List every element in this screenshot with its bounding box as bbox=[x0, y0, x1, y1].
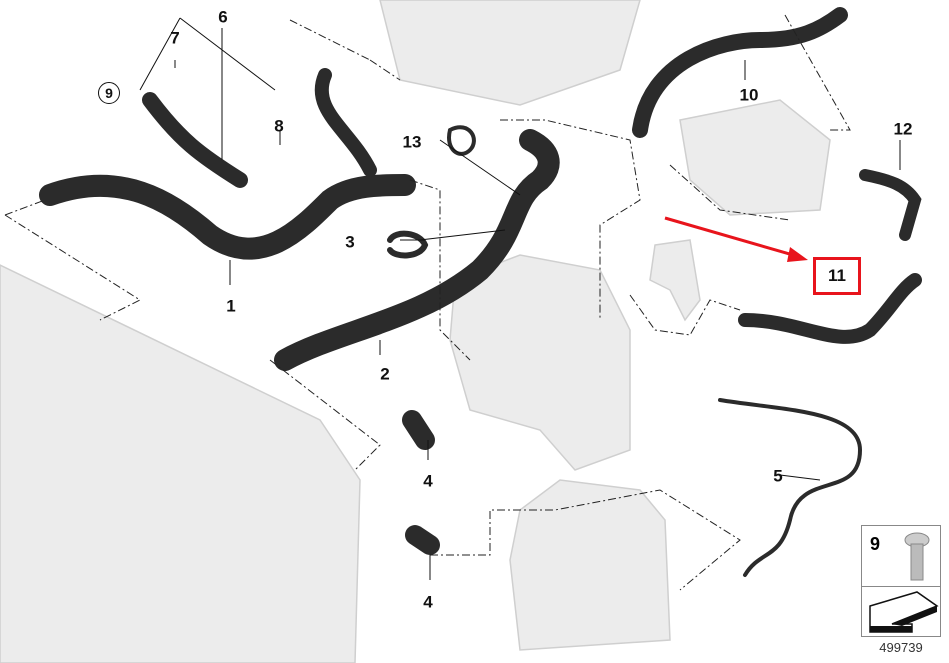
label-part-11-highlighted[interactable]: 11 bbox=[813, 257, 861, 295]
label-part-2[interactable]: 2 bbox=[380, 364, 390, 384]
label-part-13[interactable]: 13 bbox=[402, 132, 422, 152]
label-part-3[interactable]: 3 bbox=[345, 232, 355, 252]
label-part-5[interactable]: 5 bbox=[773, 466, 783, 486]
direction-arrow-icon bbox=[869, 591, 939, 633]
hose-5 bbox=[718, 398, 863, 577]
hose-6 bbox=[142, 92, 248, 188]
part-4-lower bbox=[405, 525, 440, 555]
hose-1 bbox=[39, 174, 416, 260]
callout-lines bbox=[139, 17, 901, 580]
clamp-3 bbox=[387, 230, 429, 259]
label-part-4-upper[interactable]: 4 bbox=[423, 471, 433, 491]
leader-lines bbox=[4, 14, 851, 591]
ghost-components bbox=[0, 0, 831, 663]
label-part-12[interactable]: 12 bbox=[893, 119, 913, 139]
clamp-13 bbox=[447, 125, 476, 156]
label-part-8[interactable]: 8 bbox=[274, 116, 284, 136]
thermostat bbox=[679, 99, 831, 216]
inset-part-9[interactable]: 9 bbox=[861, 525, 941, 637]
inset-part-number: 9 bbox=[870, 534, 881, 554]
sensor bbox=[649, 239, 701, 322]
expansion-tank bbox=[509, 479, 671, 651]
label-part-4-lower[interactable]: 4 bbox=[423, 592, 433, 612]
hose-11 bbox=[738, 273, 922, 344]
label-part-1[interactable]: 1 bbox=[226, 296, 236, 316]
label-part-10[interactable]: 10 bbox=[739, 85, 759, 105]
part-4-upper bbox=[402, 410, 435, 450]
label-part-6[interactable]: 6 bbox=[218, 7, 228, 27]
diagram-id: 499739 bbox=[879, 640, 923, 655]
inset-divider bbox=[862, 586, 940, 587]
hose-2 bbox=[274, 129, 560, 371]
label-part-9[interactable]: 9 bbox=[98, 82, 120, 104]
cylinder-head bbox=[379, 0, 641, 106]
screw-icon bbox=[904, 532, 930, 581]
hose-10 bbox=[632, 7, 848, 138]
red-arrow bbox=[664, 216, 808, 262]
label-part-7[interactable]: 7 bbox=[170, 28, 180, 48]
hose-filler bbox=[314, 68, 377, 177]
hoses bbox=[39, 7, 922, 577]
water-pump-housing bbox=[449, 254, 631, 471]
radiator bbox=[0, 264, 361, 663]
hose-12 bbox=[859, 169, 922, 241]
